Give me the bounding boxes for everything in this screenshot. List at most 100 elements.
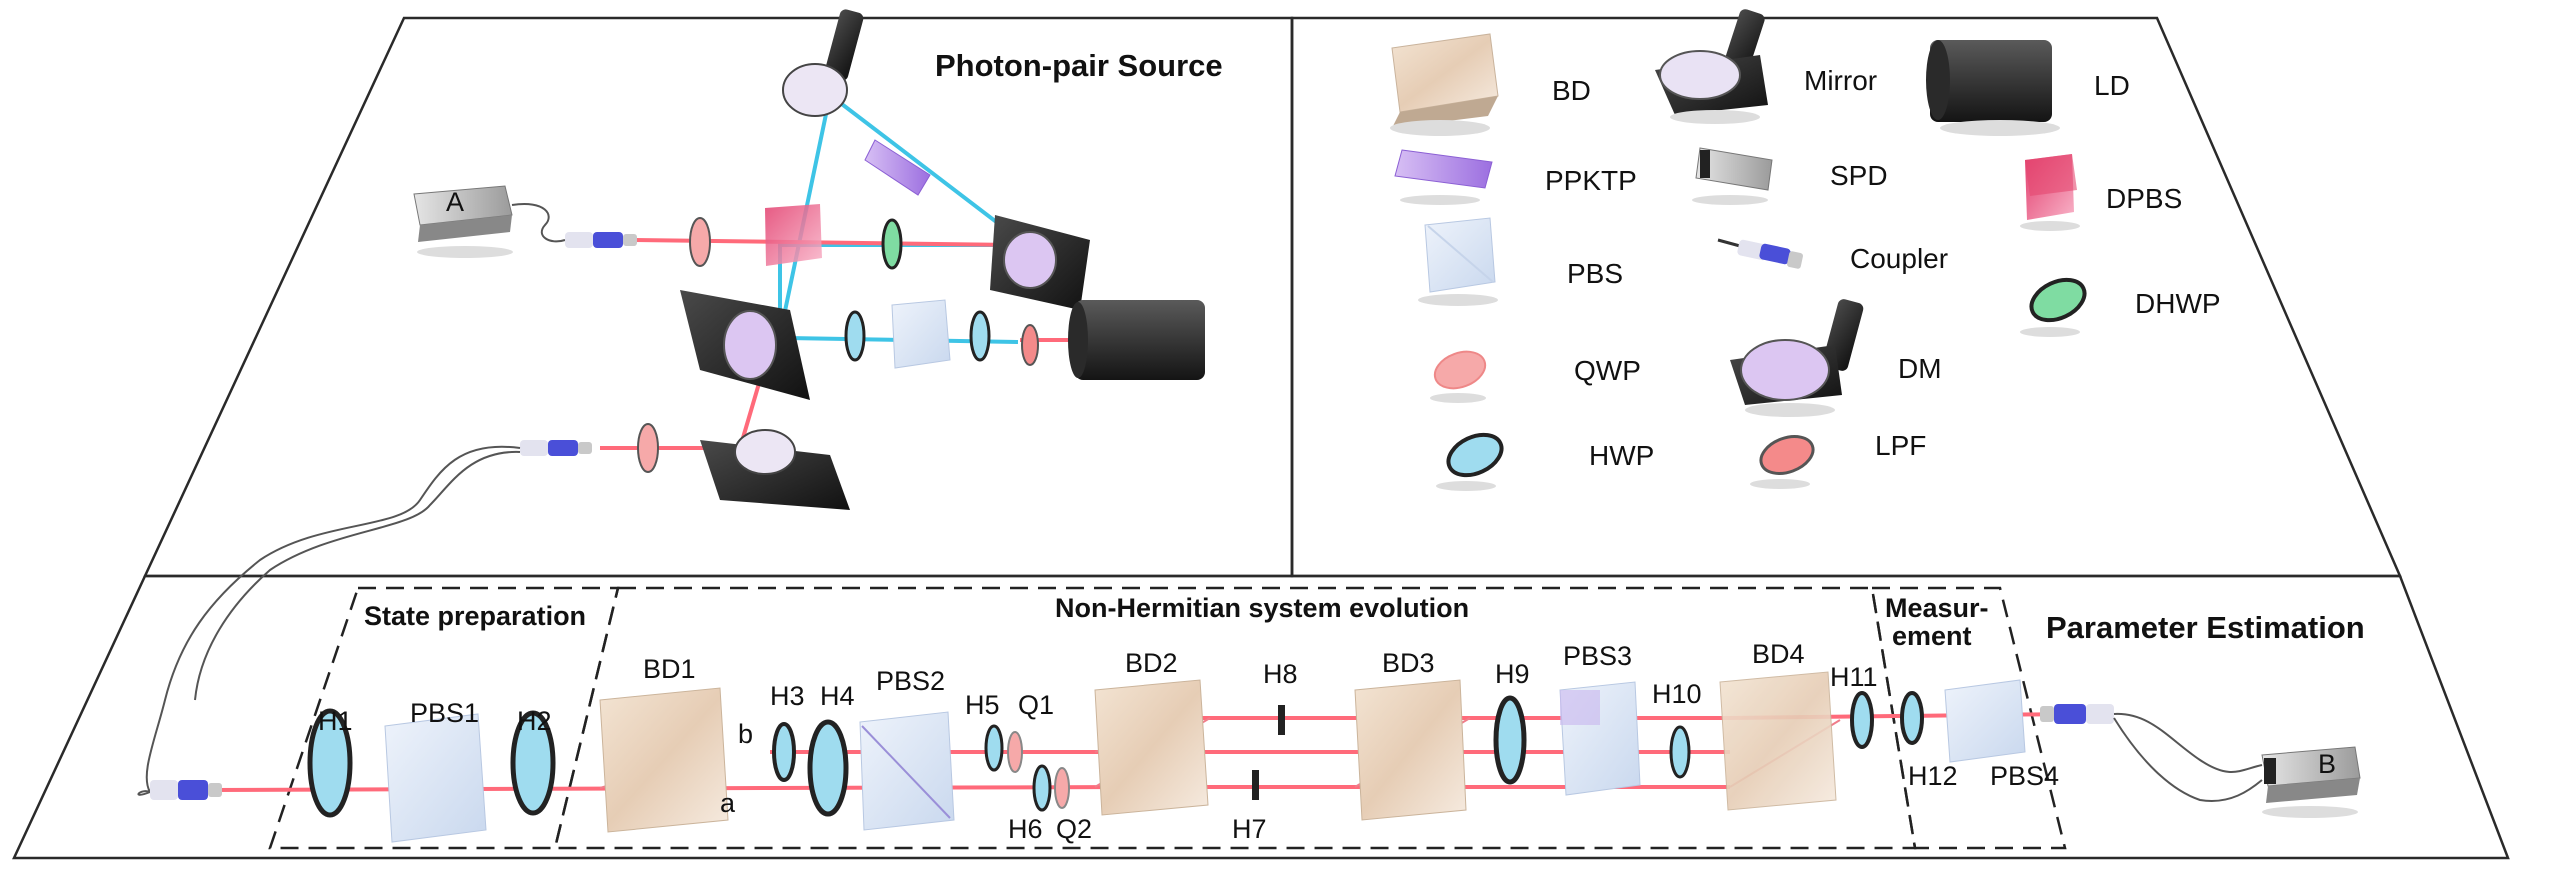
box-measurement (1870, 586, 2067, 850)
label-q1: Q1 (1018, 690, 1054, 720)
detector-b-label: B (2318, 749, 2336, 779)
coupler-source-b (520, 440, 592, 456)
legend-ld-icon (1926, 40, 2060, 136)
bd1 (599, 687, 729, 833)
fiber-source-out (145, 445, 521, 793)
legend-mirror-icon (1655, 9, 1768, 124)
hwp-h5 (984, 724, 1004, 772)
dpbs (765, 204, 822, 266)
estimation-panel (12, 574, 2510, 860)
box-measurement-title-2: ement (1892, 621, 1972, 651)
label-bd3: BD3 (1382, 648, 1435, 678)
legend-lpf-icon (1750, 435, 1815, 489)
label-h8: H8 (1263, 659, 1298, 689)
label-h12: H12 (1908, 761, 1958, 791)
ppktp-crystal (864, 139, 931, 196)
coupler-input (137, 780, 222, 800)
source-setup: A (145, 9, 1205, 793)
legend-qwp-label: QWP (1574, 355, 1641, 386)
label-h3: H3 (770, 681, 805, 711)
label-bd2: BD2 (1125, 648, 1178, 678)
bd4 (1719, 671, 1837, 811)
hwp-pump-2 (969, 310, 991, 362)
hwp-h8 (1278, 705, 1285, 735)
label-h6: H6 (1008, 814, 1043, 844)
legend-coupler-icon (1717, 238, 1803, 269)
legend-dpbs-icon (2020, 154, 2080, 231)
label-path-b: b (738, 719, 753, 749)
label-h7: H7 (1232, 814, 1267, 844)
hwp-h2 (510, 710, 556, 816)
pbs-pump (891, 299, 951, 369)
hwp-h3 (772, 722, 796, 782)
qwp-q1 (1007, 731, 1023, 773)
fiber-a (511, 203, 566, 243)
label-h11: H11 (1830, 662, 1878, 692)
hwp-h1 (307, 708, 353, 818)
pbs2 (859, 711, 955, 831)
legend-dhwp-label: DHWP (2135, 288, 2221, 319)
legend-dpbs-label: DPBS (2106, 183, 2182, 214)
pbs4 (1944, 679, 2026, 763)
box-prep (268, 586, 620, 850)
legend-hwp-label: HWP (1589, 440, 1654, 471)
legend-ld-label: LD (2094, 70, 2130, 101)
hwp-h7 (1252, 770, 1259, 800)
label-pbs2: PBS2 (876, 666, 945, 696)
legend-hwp-icon (1436, 432, 1504, 491)
label-h10: H10 (1652, 679, 1702, 709)
label-pbs1: PBS1 (410, 698, 479, 728)
label-h4: H4 (820, 681, 855, 711)
lpf-b (637, 423, 659, 473)
label-h1: H1 (318, 706, 353, 736)
detector-a-label: A (446, 187, 464, 217)
legend-mirror-label: Mirror (1804, 65, 1877, 96)
label-h2: H2 (517, 706, 552, 736)
mirror-bottom (700, 429, 850, 510)
hwp-h9 (1493, 695, 1527, 785)
fiber-source-out-2 (194, 450, 521, 701)
qwp-q2 (1054, 767, 1070, 809)
dm-right (990, 215, 1090, 310)
label-h9: H9 (1495, 659, 1530, 689)
hwp-h12 (1900, 691, 1924, 745)
hwp-h4 (807, 719, 849, 817)
label-pbs4: PBS4 (1990, 761, 2059, 791)
label-bd4: BD4 (1752, 639, 1805, 669)
label-bd1: BD1 (643, 654, 696, 684)
estimation-title: Parameter Estimation (2046, 610, 2365, 645)
legend-coupler-label: Coupler (1850, 243, 1948, 274)
legend-spd-label: SPD (1830, 160, 1888, 191)
dhwp-a (881, 218, 903, 270)
legend-pbs-icon (1418, 217, 1498, 306)
legend-ppktp-icon (1394, 149, 1493, 205)
legend-bd-label: BD (1552, 75, 1591, 106)
legend: BD Mirror LD PPKTP SPD (1390, 9, 2221, 491)
lpf-a (689, 217, 711, 267)
bd2 (1094, 679, 1209, 816)
box-prep-title: State preparation (364, 601, 586, 631)
lpf-pump (1021, 324, 1039, 366)
legend-lpf-label: LPF (1875, 430, 1926, 461)
legend-dhwp-icon (2020, 277, 2087, 337)
box-measurement-title-1: Measur- (1885, 593, 1989, 623)
legend-dm-label: DM (1898, 353, 1942, 384)
detector-b: B (2261, 746, 2361, 818)
frames (12, 16, 2510, 860)
hwp-pump-1 (844, 310, 866, 362)
legend-pbs-label: PBS (1567, 258, 1623, 289)
box-evolution-title: Non-Hermitian system evolution (1055, 593, 1469, 623)
laser-diode (1068, 300, 1205, 380)
label-h5: H5 (965, 690, 1000, 720)
hwp-h11 (1850, 691, 1874, 749)
mirror-top (782, 9, 864, 117)
fiber-b-2 (2113, 717, 2263, 802)
label-pbs3: PBS3 (1563, 641, 1632, 671)
dm-left (680, 290, 810, 400)
source-title: Photon-pair Source (935, 48, 1223, 83)
label-q2: Q2 (1056, 814, 1092, 844)
hwp-h10 (1669, 725, 1691, 779)
pbs1 (384, 713, 487, 843)
fiber-b (2113, 712, 2263, 773)
